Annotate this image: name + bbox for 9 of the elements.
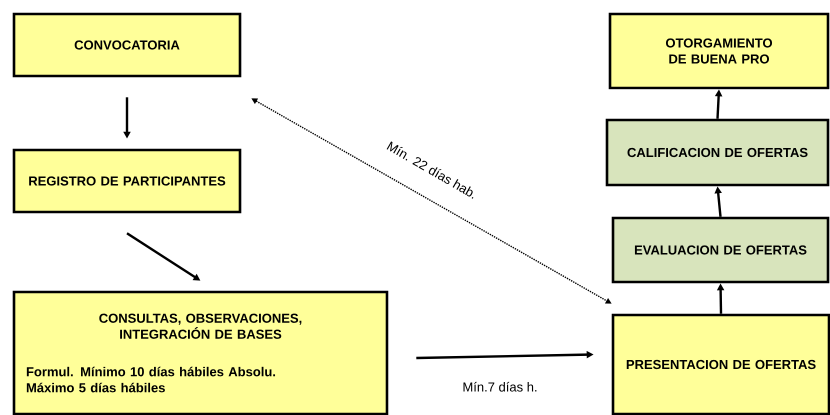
process-box: REGISTRO DE PARTICIPANTES xyxy=(12,148,242,214)
edge-label: Mín. 22 días hab. xyxy=(384,138,480,201)
process-box: EVALUACION DE OFERTAS xyxy=(612,216,830,284)
edge-label: Mín.7 días h. xyxy=(461,380,539,393)
process-box: PRESENTACION DE OFERTAS xyxy=(612,314,830,415)
process-box: CONSULTAS, OBSERVACIONES, INTEGRACIÓN DE BASES Formul. Mínimo 10 días hábiles Absolu. Máximo 5 días hábiles xyxy=(12,290,388,415)
process-box: CALIFICACION DE OFERTAS xyxy=(606,118,830,186)
process-box: CONVOCATORIA xyxy=(12,12,242,78)
process-box: OTORGAMIENTO DE BUENA PRO xyxy=(608,12,830,90)
